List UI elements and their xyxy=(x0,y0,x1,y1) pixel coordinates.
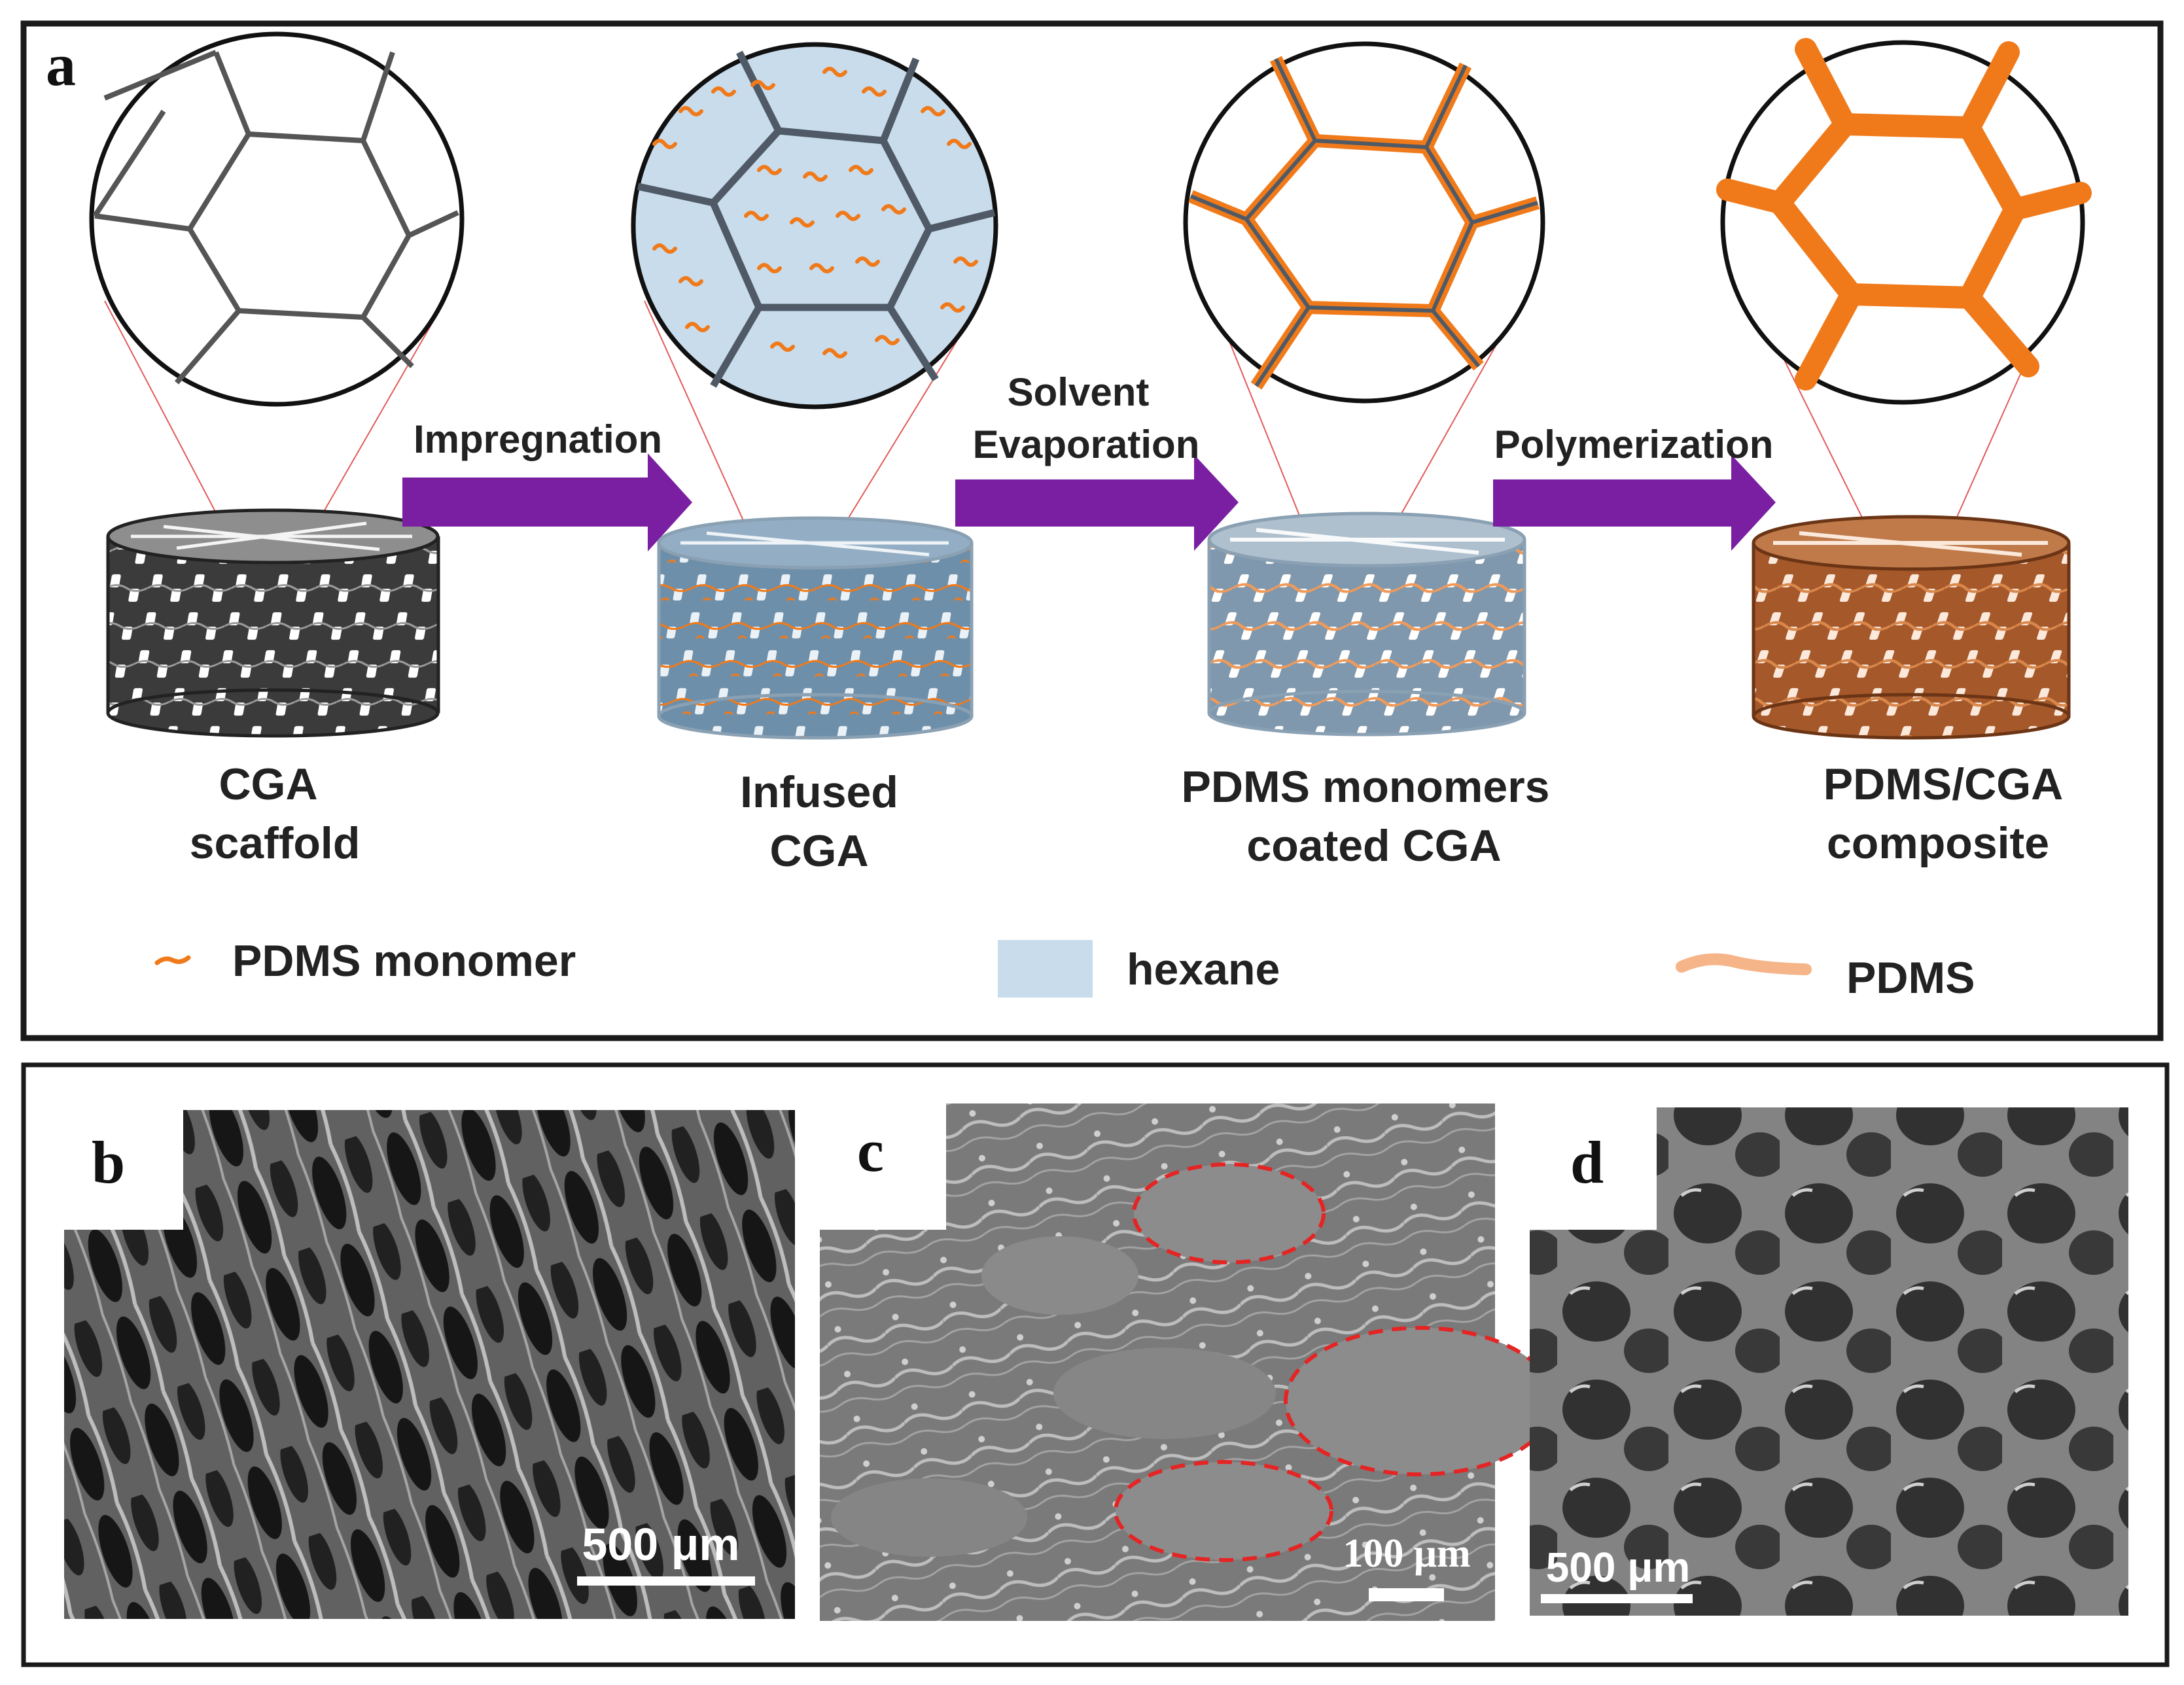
hexagon-network-gray xyxy=(1189,58,1538,387)
hexagon-network xyxy=(92,50,459,385)
arrow-impregnation: Impregnation xyxy=(402,417,692,551)
scale-bar-d xyxy=(1541,1594,1693,1603)
step-1-label-line1: CGA xyxy=(219,759,317,809)
zoom-circle xyxy=(1183,41,1545,404)
cylinder-blue-coated xyxy=(1207,512,1526,737)
arrow-shape xyxy=(955,455,1239,551)
legend-hexane: hexane xyxy=(1127,945,1280,994)
step-4-label-line1: PDMS/CGA xyxy=(1823,759,2063,809)
scale-bar-label-d: 500 μm xyxy=(1546,1544,1691,1591)
panel-label-b: b xyxy=(92,1129,125,1196)
step-3-label-line1: PDMS monomers xyxy=(1182,762,1550,812)
legend-pdms: PDMS xyxy=(1846,953,1975,1003)
pdms-region-marker xyxy=(1284,1326,1556,1476)
step-3-coated-cga: PDMS monomers coated CGA xyxy=(1182,41,1550,871)
zoom-circle xyxy=(89,31,465,407)
panel-bcd-frame xyxy=(21,1062,2170,1667)
zoom-line xyxy=(644,300,763,563)
arrow-3-label: Polymerization xyxy=(1494,423,1774,466)
panel-a-frame xyxy=(20,20,2164,1041)
pdms-monomer-icon xyxy=(154,955,191,965)
panel-d: d 500 μm xyxy=(1530,1107,2128,1616)
arrow-2-label-line1: Solvent xyxy=(1008,370,1150,414)
cylinder-gray xyxy=(106,508,440,738)
step-4-label-line2: composite xyxy=(1827,818,2049,868)
pdms-region-marker xyxy=(1114,1460,1333,1562)
arrow-polymerization: Polymerization xyxy=(1493,423,1776,551)
arrow-1-label: Impregnation xyxy=(414,417,662,461)
step-3-label-line2: coated CGA xyxy=(1246,821,1501,871)
legend-pdms-monomer: PDMS monomer xyxy=(232,936,576,986)
step-4-composite: PDMS/CGA composite xyxy=(1716,38,2092,868)
zoom-circle xyxy=(631,42,998,409)
panel-c: c 100 μm xyxy=(820,1103,1556,1621)
scale-bar-label-b: 500 μm xyxy=(582,1519,739,1570)
panel-label-c: c xyxy=(857,1117,884,1184)
arrow-shape xyxy=(402,453,692,551)
step-2-label-line1: Infused xyxy=(740,767,898,817)
legend: PDMS monomer hexane PDMS xyxy=(154,936,1975,1003)
panel-b: b 500 μm xyxy=(64,1110,795,1619)
scale-bar-b xyxy=(577,1576,755,1586)
pdms-stroke-icon xyxy=(1676,953,1812,975)
sem-image-b xyxy=(64,1110,795,1619)
arrow-2-label-line2: Evaporation xyxy=(973,423,1200,466)
arrow-shape xyxy=(1493,455,1776,551)
scale-bar-label-c: 100 μm xyxy=(1343,1531,1470,1576)
step-1-cga-scaffold: CGA scaffold xyxy=(89,31,465,868)
pdms-monomer-squiggles xyxy=(652,67,978,358)
hexagon-network xyxy=(637,50,996,388)
panel-label-a: a xyxy=(46,31,76,98)
panel-label-d: d xyxy=(1570,1129,1604,1196)
step-2-infused-cga: Infused CGA xyxy=(631,42,998,876)
zoom-circle xyxy=(1720,40,2085,405)
arrow-solvent-evaporation: Solvent Evaporation xyxy=(955,370,1239,551)
cylinder-brown xyxy=(1752,515,2071,740)
scale-bar-c xyxy=(1369,1588,1444,1601)
cylinder-blue xyxy=(657,516,974,740)
step-2-label-line2: CGA xyxy=(769,826,868,876)
step-1-label-line2: scaffold xyxy=(190,818,361,868)
hexane-swatch-icon xyxy=(998,940,1093,998)
pdms-region-marker xyxy=(1132,1162,1326,1264)
hexagon-network-pdms xyxy=(1716,38,2092,391)
